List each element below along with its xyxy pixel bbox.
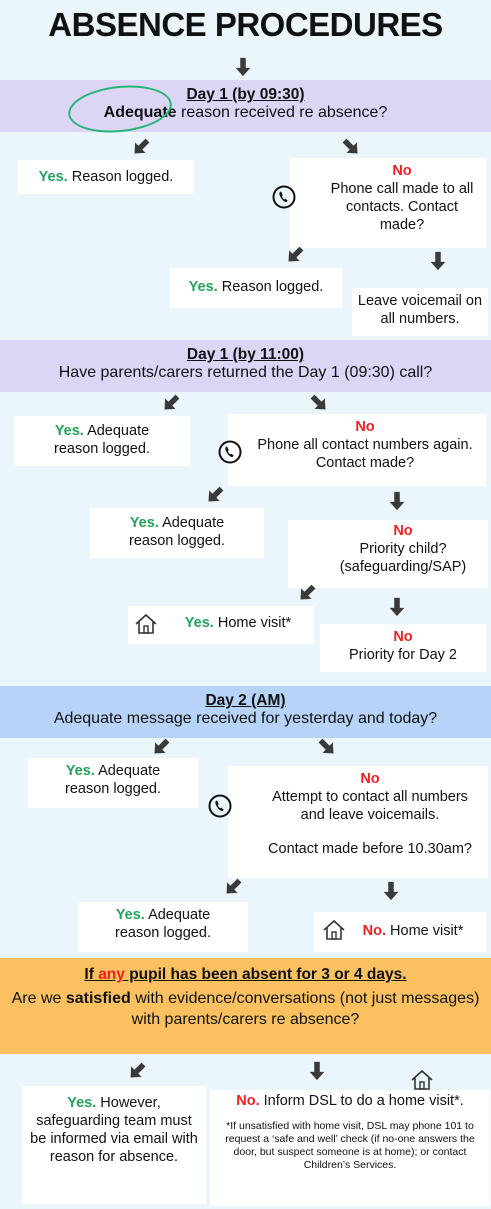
yes-text: Reason logged. (217, 279, 324, 295)
arrow-down-left-icon (155, 387, 186, 418)
day1b-no1-box: No Phone all contact numbers again. Cont… (228, 414, 486, 486)
phone-icon (218, 440, 242, 464)
day1a-voicemail-box: Leave voicemail on all numbers. (352, 288, 488, 336)
no-text: Attempt to contact all numbers and leave… (272, 789, 468, 823)
no-text: Phone call made to all contacts. Contact… (330, 181, 474, 233)
yes-label: Yes. (184, 615, 214, 631)
no-text: Priority child? (safeguarding/SAP) (339, 541, 467, 575)
arrow-down-icon (232, 56, 254, 78)
day1-1100-heading: Day 1 (by 11:00) (186, 346, 305, 363)
q-pre: Are we (11, 990, 66, 1007)
no-label: No (360, 771, 380, 787)
voicemail-text: Leave voicemail on all numbers. (357, 293, 483, 327)
day2-yes2-box: Yes. Adequate reason logged. (78, 902, 248, 952)
no-label: No (393, 629, 413, 645)
no-label: No. (236, 1093, 260, 1109)
day1a-yes2-box: Yes. Reason logged. (170, 268, 342, 308)
day1-0930-question: Adequate reason received re absence? (0, 104, 491, 122)
no-label: No. (362, 923, 386, 939)
phone-icon (272, 185, 296, 209)
day1b-no2-box: No Priority child? (safeguarding/SAP) (288, 520, 488, 588)
phone-icon (208, 794, 232, 818)
no-label: No (355, 419, 375, 435)
yes-label: Yes. (115, 907, 145, 923)
no-text: Priority for Day 2 (349, 647, 457, 663)
footnote: *If unsatisfied with home visit, DSL may… (225, 1120, 475, 1171)
house-icon (322, 918, 346, 942)
page-title: ABSENCE PROCEDURES (48, 6, 443, 43)
yes-label: Yes. (188, 279, 218, 295)
day1-1100-question: Have parents/carers returned the Day 1 (… (58, 364, 433, 381)
final-heading: If any pupil has been absent for 3 or 4 … (0, 966, 491, 984)
day1b-no3-box: No Priority for Day 2 (320, 624, 486, 672)
arrow-down-icon (306, 1060, 328, 1082)
no-text: Phone all contact numbers again. Contact… (257, 437, 473, 471)
yes-text: However, safeguarding team must be infor… (30, 1095, 198, 1165)
heading-post: pupil has been absent for 3 or 4 days. (124, 966, 407, 983)
q-post: with evidence/conversations (not just me… (130, 990, 480, 1028)
house-icon (410, 1068, 434, 1092)
day1b-yes2-box: Yes. Adequate reason logged. (90, 508, 264, 558)
yes-label: Yes. (129, 515, 159, 531)
day2-band: Day 2 (AM) Adequate message received for… (0, 686, 491, 738)
day1a-no1-box: No Phone call made to all contacts. Cont… (290, 158, 486, 248)
yes-label: Yes. (38, 169, 68, 185)
day1-1100-band: Day 1 (by 11:00) Have parents/carers ret… (0, 340, 491, 392)
no-label: No (393, 523, 413, 539)
adequate-word: Adequate (103, 104, 177, 121)
heading-pre: If (84, 966, 99, 983)
arrow-down-icon (380, 880, 402, 902)
arrow-down-left-icon (121, 1055, 152, 1086)
day2-yes1-box: Yes. Adequate reason logged. (28, 758, 198, 808)
yes-text: Adequate reason logged. (54, 423, 150, 457)
arrow-down-icon (386, 490, 408, 512)
day1-0930-band: Day 1 (by 09:30) Adequate reason receive… (0, 80, 491, 132)
final-band: If any pupil has been absent for 3 or 4 … (0, 958, 491, 1054)
yes-label: Yes. (67, 1095, 97, 1111)
yes-text: Home visit* (213, 615, 292, 631)
yes-text: Reason logged. (67, 169, 174, 185)
arrow-down-left-icon (199, 479, 230, 510)
day1b-yes1-box: Yes. Adequate reason logged. (14, 416, 190, 466)
day2-no2-box: No. Home visit* (314, 912, 486, 952)
heading-any: any (98, 966, 125, 983)
arrow-down-left-icon (125, 131, 156, 162)
final-question: Are we satisfied with evidence/conversat… (0, 988, 491, 1030)
final-no-box: No. Inform DSL to do a home visit*. *If … (210, 1090, 490, 1206)
day1a-yes1-box: Yes. Reason logged. (18, 160, 194, 194)
no-text: Inform DSL to do a home visit*. (259, 1093, 464, 1109)
final-yes-box: Yes. However, safeguarding team must be … (22, 1086, 206, 1204)
arrow-down-icon (427, 250, 449, 272)
day1b-yes3-box: Yes. Home visit* (128, 606, 314, 644)
arrow-down-icon (386, 596, 408, 618)
day2-no1-box: No Attempt to contact all numbers and le… (228, 766, 488, 878)
no-text: Home visit* (386, 923, 464, 939)
q-bold: satisfied (65, 990, 131, 1007)
day2-heading: Day 2 (AM) (205, 692, 286, 709)
yes-label: Yes. (54, 423, 84, 439)
yes-label: Yes. (65, 763, 95, 779)
day1-0930-heading: Day 1 (by 09:30) (186, 86, 305, 103)
yes-text: Adequate reason logged. (115, 907, 211, 941)
yes-text: Adequate reason logged. (65, 763, 161, 797)
house-icon (134, 612, 158, 636)
day2-question: Adequate message received for yesterday … (53, 710, 438, 727)
no-label: No (392, 163, 412, 179)
contact-question: Contact made before 10.30am? (268, 841, 472, 857)
question-rest: reason received re absence? (176, 104, 388, 121)
yes-text: Adequate reason logged. (129, 515, 225, 549)
